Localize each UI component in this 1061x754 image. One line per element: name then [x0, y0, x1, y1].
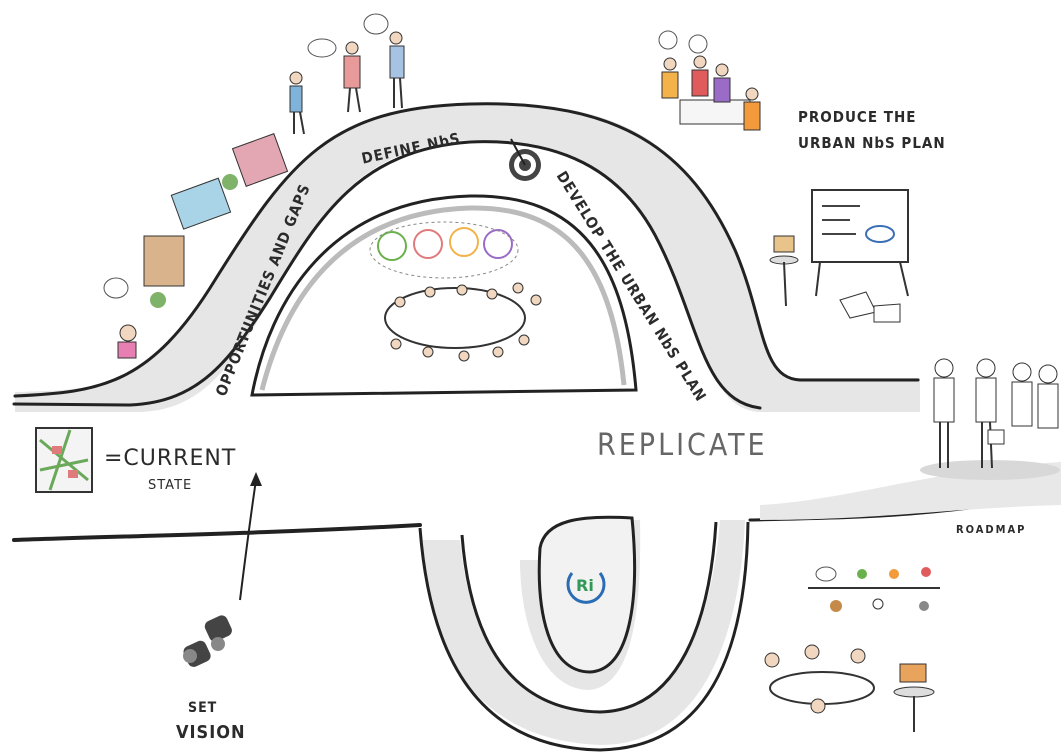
label-vision: VISION: [176, 722, 246, 743]
label-replicate: REPLICATE: [597, 428, 768, 463]
binoculars-icon: [183, 615, 232, 667]
logo-icon: Ri: [566, 572, 606, 604]
road-surface-inner-loop: [520, 520, 641, 690]
meeting-circle: [369, 221, 542, 362]
label-current-state: =CURRENT: [104, 446, 237, 471]
road-surface-loop: [420, 520, 745, 745]
label-roadmap: ROADMAP: [956, 523, 1027, 536]
road-edge-outer: [13, 102, 920, 398]
vision-arrow: [239, 479, 257, 601]
buildings-left-slope: [103, 133, 289, 359]
road-edge-lower-left: [12, 523, 422, 542]
label-produce-line1: PRODUCE THE: [798, 108, 917, 126]
map-icon: [35, 427, 93, 493]
svg-text:Ri: Ri: [576, 576, 594, 595]
road-edge-inner: [12, 140, 762, 410]
workshop-group-top-right: [658, 30, 761, 131]
target-icon: [509, 138, 541, 181]
label-produce-urban-nbs-plan: PRODUCE THE URBAN NbS PLAN: [798, 104, 946, 156]
whiteboard-icon: [769, 189, 909, 323]
label-produce-line2: URBAN NbS PLAN: [798, 134, 946, 152]
people-group-top-left: [289, 13, 405, 135]
loop-edge-outer: [418, 521, 750, 752]
handshake-group-right: [920, 358, 1060, 480]
loop-edge-inner: [460, 521, 718, 714]
vision-arrowhead: [250, 472, 262, 486]
loop-tongue: [537, 515, 637, 674]
inner-island-shadow: [259, 205, 627, 391]
planning-table-bottom-right: [764, 566, 940, 732]
road-surface-arch: [15, 102, 920, 412]
label-set: SET: [188, 700, 218, 716]
label-state: STATE: [148, 478, 193, 493]
